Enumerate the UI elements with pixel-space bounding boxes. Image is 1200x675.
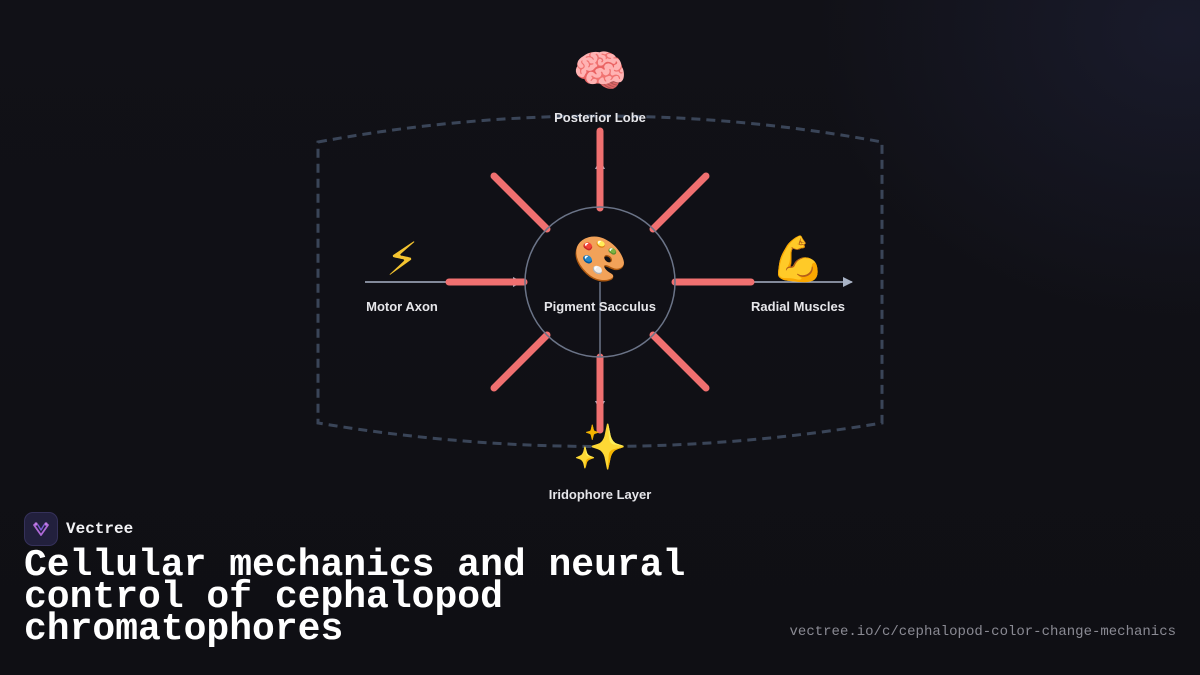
node-right[interactable]: 💪 Radial Muscles bbox=[751, 234, 845, 314]
source-url[interactable]: vectree.io/c/cephalopod-color-change-mec… bbox=[789, 624, 1176, 640]
muscle-bar-ne bbox=[649, 172, 710, 233]
node-left[interactable]: ⚡ Motor Axon bbox=[366, 232, 438, 314]
node-bottom[interactable]: ✨ Iridophore Layer bbox=[549, 422, 652, 502]
node-bottom-label: Iridophore Layer bbox=[549, 487, 652, 502]
node-left-label: Motor Axon bbox=[366, 299, 438, 314]
cell-boundary bbox=[316, 114, 884, 448]
sparkles-icon: ✨ bbox=[573, 422, 628, 473]
node-top[interactable]: 🧠 Posterior Lobe bbox=[554, 46, 646, 125]
page-title: Cellular mechanics and neural control of… bbox=[24, 544, 686, 651]
palette-icon: 🎨 bbox=[573, 232, 628, 285]
muscle-bar-sw bbox=[490, 331, 551, 392]
radial-muscle-bars bbox=[445, 127, 755, 434]
lightning-icon: ⚡ bbox=[386, 232, 418, 286]
muscle-bar-nw bbox=[490, 172, 551, 233]
node-center[interactable]: 🎨 Pigment Sacculus bbox=[544, 232, 656, 314]
node-top-label: Posterior Lobe bbox=[554, 110, 646, 125]
brand[interactable]: Vectree bbox=[24, 512, 133, 546]
brand-name: Vectree bbox=[66, 520, 134, 538]
node-right-label: Radial Muscles bbox=[751, 299, 845, 314]
node-center-label: Pigment Sacculus bbox=[544, 299, 656, 314]
vectree-logo-icon bbox=[24, 512, 58, 546]
brain-icon: 🧠 bbox=[573, 46, 628, 97]
muscle-bar-se bbox=[649, 331, 710, 392]
flexed-biceps-icon: 💪 bbox=[771, 234, 826, 285]
